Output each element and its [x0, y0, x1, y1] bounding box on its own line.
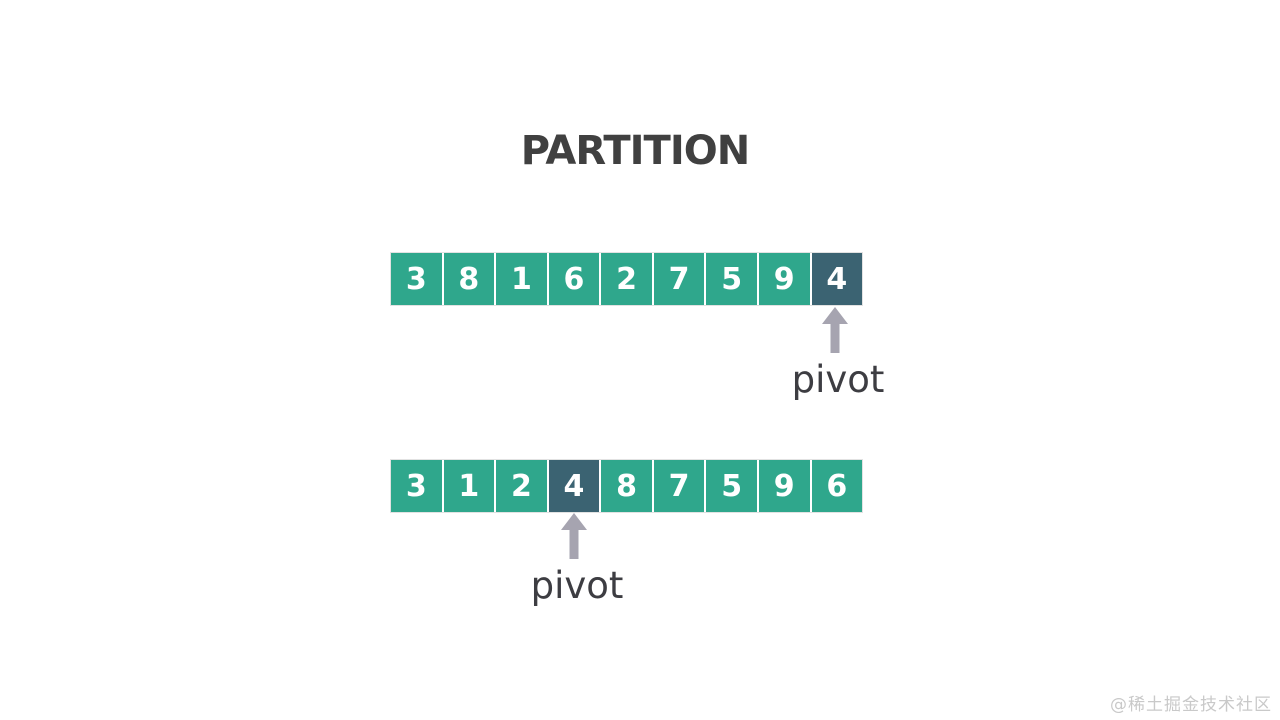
array-cell: 3	[391, 253, 442, 305]
array-cell-pivot: 4	[548, 460, 600, 512]
array-cell: 2	[496, 460, 547, 512]
array-cell: 7	[653, 253, 705, 305]
array-cell: 7	[653, 460, 705, 512]
pivot-label-after: pivot	[530, 564, 624, 607]
array-cell: 8	[601, 460, 652, 512]
array-cell: 5	[706, 460, 757, 512]
slide-title: PARTITION	[520, 128, 750, 174]
array-cell: 2	[601, 253, 652, 305]
watermark: @稀土掘金技术社区	[1110, 695, 1272, 715]
array-cell: 3	[391, 460, 442, 512]
array-cell: 6	[548, 253, 600, 305]
array-cell-pivot: 4	[811, 253, 863, 305]
array-cell: 6	[811, 460, 863, 512]
pivot-arrow-up-icon	[561, 513, 587, 559]
array-cell: 1	[496, 253, 547, 305]
array-cell: 5	[706, 253, 757, 305]
array-cell: 9	[758, 460, 810, 512]
pivot-arrow-up-icon	[822, 307, 848, 353]
pivot-label-before: pivot	[791, 358, 885, 401]
array-cell: 8	[443, 253, 495, 305]
array-cell: 9	[758, 253, 810, 305]
array-cell: 1	[443, 460, 495, 512]
